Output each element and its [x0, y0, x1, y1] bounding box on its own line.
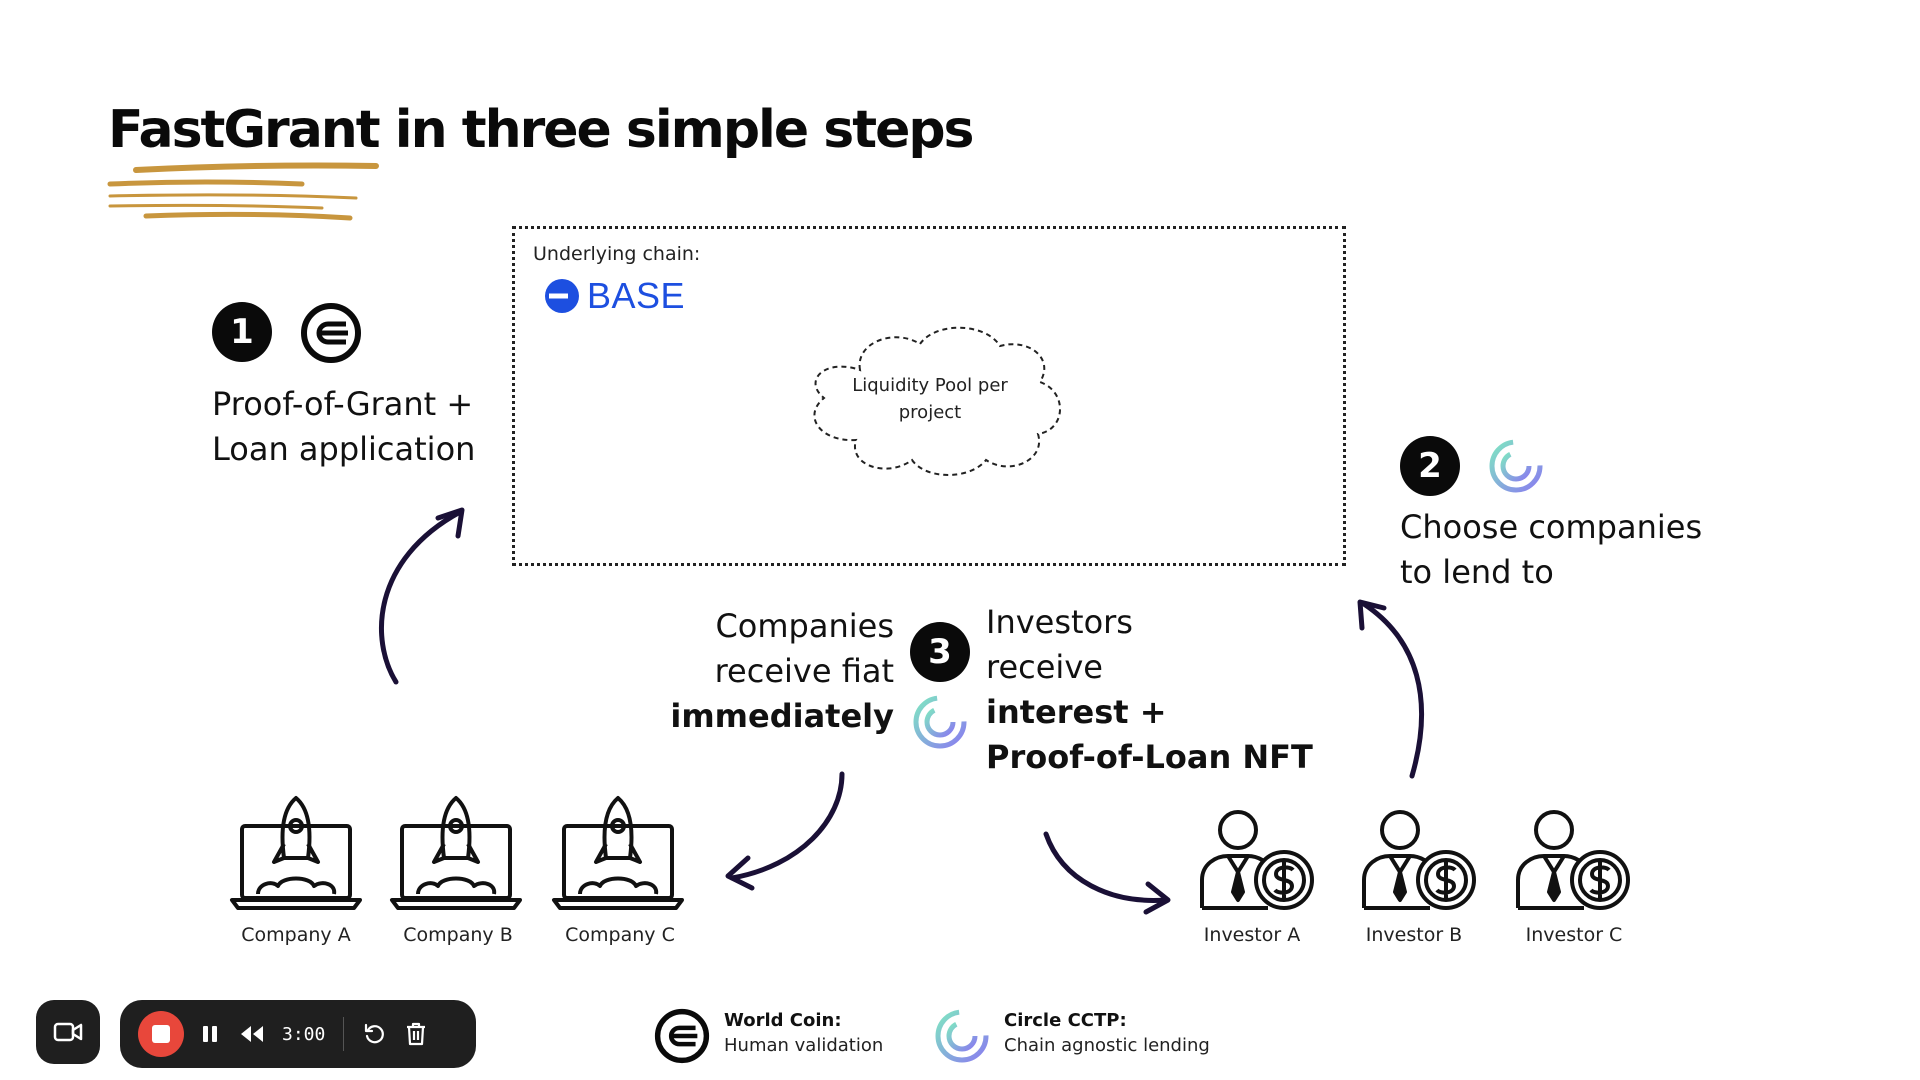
- investor-a-icon: [1200, 810, 1314, 910]
- rewind-button[interactable]: [236, 1014, 268, 1054]
- recording-timer: 3:00: [282, 1023, 326, 1045]
- step-3-companies-bold: immediately: [670, 697, 894, 735]
- page-title: FastGrant in three simple steps: [108, 100, 975, 160]
- investor-b-label: Investor B: [1365, 924, 1463, 946]
- base-logo-icon: [545, 279, 579, 313]
- circle-cctp-icon: [935, 1009, 989, 1063]
- base-logo-text: BASE: [587, 275, 686, 316]
- step-3-badge: 3: [910, 622, 970, 682]
- company-c-label: Company C: [565, 924, 675, 946]
- liquidity-pool-text: Liquidity Pool per project: [852, 375, 1008, 423]
- company-a-label: Company A: [241, 924, 351, 946]
- circle-cctp-icon: [913, 695, 967, 749]
- circle-cctp-icon: [1489, 439, 1543, 493]
- legend-worldcoin-desc: Human validation: [724, 1035, 884, 1056]
- arrow-step-3-companies: [729, 771, 845, 881]
- step-2-badge: 2: [1400, 436, 1460, 496]
- company-a-laptop-rocket-icon: [230, 796, 362, 910]
- legend-worldcoin-title: World Coin:: [724, 1010, 842, 1031]
- step-3-investors-line-2: receive: [986, 648, 1103, 686]
- investor-b-icon: [1362, 810, 1476, 910]
- step-3-investors-text: Investors receive interest + Proof-of-Lo…: [986, 600, 1313, 780]
- stop-recording-button[interactable]: [138, 1011, 184, 1057]
- pause-button[interactable]: [194, 1014, 226, 1054]
- step-1-line-1: Proof-of-Grant +: [212, 385, 474, 423]
- arrow-step-1: [379, 509, 463, 685]
- worldcoin-icon: [301, 303, 361, 363]
- arrow-step-3-investors-head: [1143, 881, 1171, 915]
- arrow-step-1-head: [435, 507, 465, 539]
- camera-icon: [53, 1022, 83, 1042]
- company-c-laptop-rocket-icon: [552, 796, 684, 910]
- arrow-step-2: [1361, 601, 1424, 779]
- stop-icon: [152, 1025, 170, 1043]
- step-3-companies-line-2: receive fiat: [714, 652, 894, 690]
- step-3-companies-text: Companies receive fiat immediately: [640, 604, 894, 739]
- restart-button[interactable]: [358, 1014, 390, 1054]
- restart-icon: [365, 1023, 385, 1044]
- step-2-line-2: to lend to: [1400, 553, 1554, 591]
- step-1-badge: 1: [212, 302, 272, 362]
- recording-toolbar: 3:00: [120, 1000, 476, 1068]
- step-1-line-2: Loan application: [212, 430, 476, 468]
- arrow-step-2-head: [1357, 599, 1387, 631]
- title-underline-strokes: [107, 162, 379, 221]
- legend-circle-cctp: Circle CCTP: Chain agnostic lending: [1004, 1010, 1210, 1056]
- step-1-text: Proof-of-Grant + Loan application: [212, 382, 475, 472]
- toolbar-divider: [343, 1017, 345, 1051]
- arrow-step-3-investors: [1043, 831, 1169, 903]
- investor-a-label: Investor A: [1203, 924, 1301, 946]
- worldcoin-icon: [654, 1008, 710, 1064]
- step-3-companies-line-1: Companies: [715, 607, 894, 645]
- rewind-icon: [241, 1026, 263, 1042]
- step-3-investors-bold-2: Proof-of-Loan NFT: [986, 738, 1313, 776]
- arrow-step-3-companies-head: [725, 855, 755, 891]
- investor-c-label: Investor C: [1525, 924, 1623, 946]
- company-b-label: Company B: [403, 924, 513, 946]
- delete-recording-button[interactable]: [400, 1014, 432, 1054]
- liquidity-pool-cloud: [813, 326, 1061, 476]
- underlying-chain-box: Underlying chain: BASE: [512, 226, 1346, 566]
- base-logo: BASE: [545, 275, 685, 317]
- step-2-line-1: Choose companies: [1400, 508, 1703, 546]
- step-2-text: Choose companies to lend to: [1400, 505, 1702, 595]
- step-3-investors-line-1: Investors: [986, 603, 1133, 641]
- legend-circle-cctp-title: Circle CCTP:: [1004, 1010, 1127, 1031]
- investor-c-icon: [1516, 810, 1630, 910]
- step-3-investors-bold-1: interest +: [986, 693, 1167, 731]
- legend-circle-cctp-desc: Chain agnostic lending: [1004, 1035, 1210, 1056]
- pause-icon: [203, 1026, 217, 1042]
- underlying-chain-label: Underlying chain:: [533, 243, 701, 265]
- legend-worldcoin: World Coin: Human validation: [724, 1010, 883, 1056]
- trash-icon: [407, 1022, 426, 1046]
- camera-toggle-button[interactable]: [36, 1000, 100, 1064]
- company-b-laptop-rocket-icon: [390, 796, 522, 910]
